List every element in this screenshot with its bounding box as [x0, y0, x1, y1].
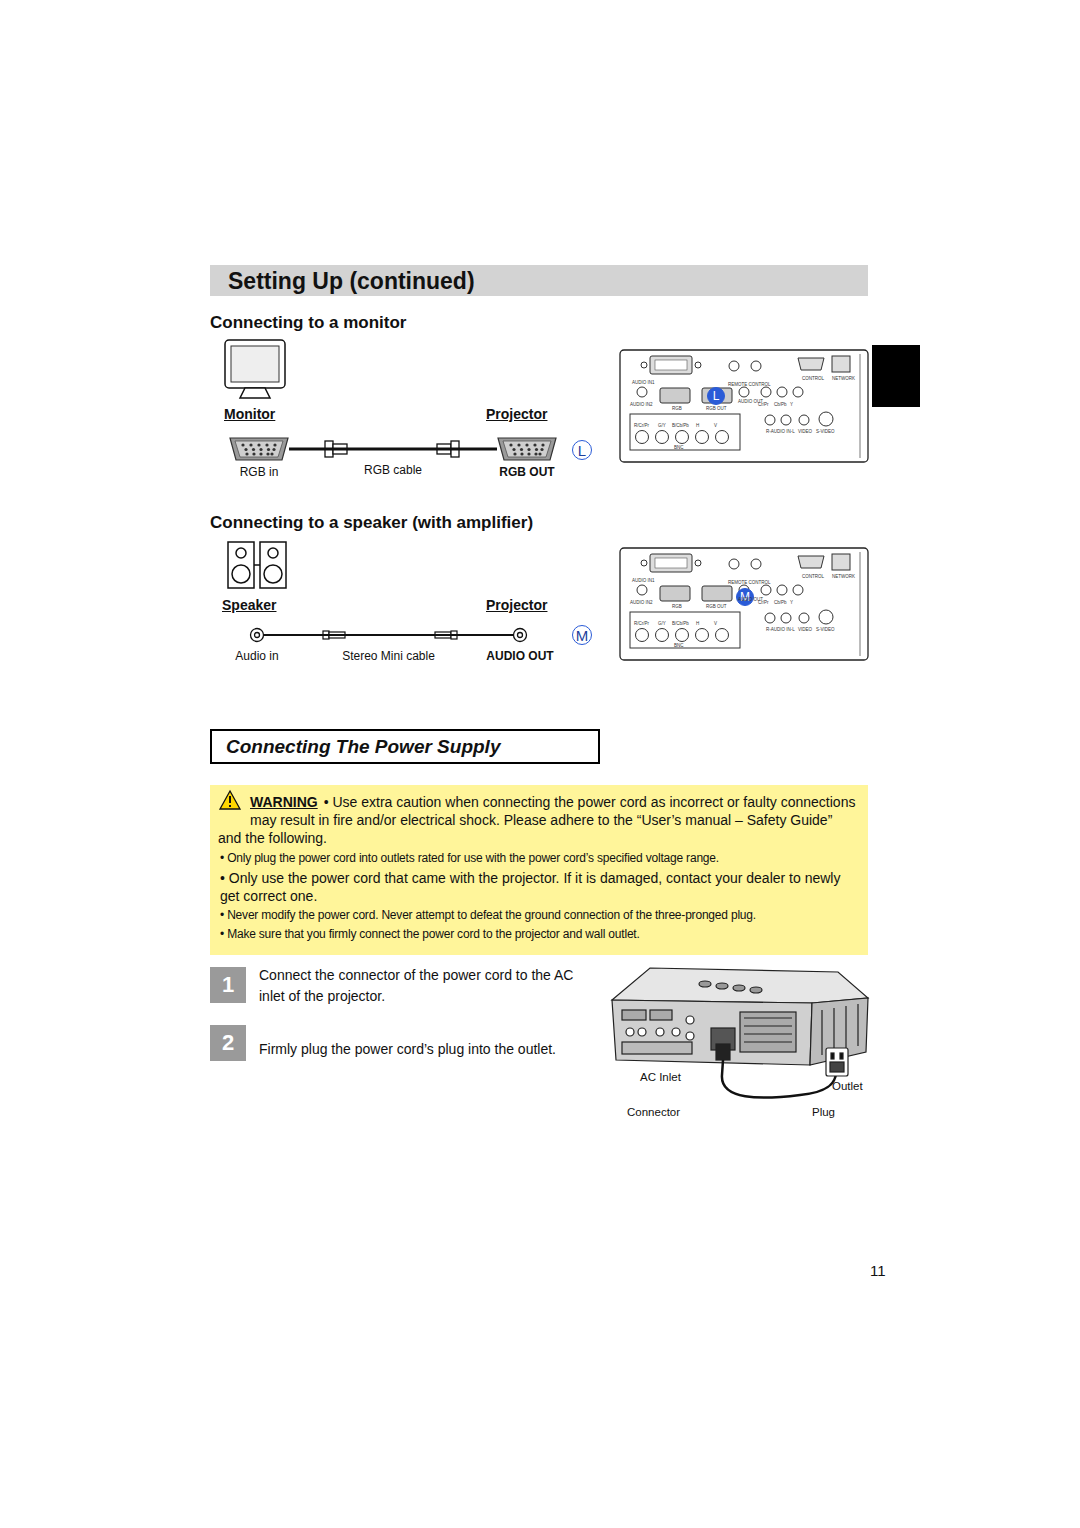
- part-label: AC Inlet: [640, 1071, 681, 1085]
- audio-in-jack: Audio in: [250, 628, 264, 642]
- column-heading: Projector: [486, 406, 547, 423]
- cable-line: [264, 634, 513, 636]
- panel-port-label: NETWORK: [832, 376, 855, 381]
- section-heading: Connecting The Power Supply: [226, 736, 500, 758]
- panel-port-label: B/Cb/Pb: [672, 423, 689, 428]
- audio-out-jack: AUDIO OUT: [513, 628, 527, 642]
- port-label: Audio in: [235, 649, 278, 663]
- panel-port-label: V: [714, 621, 717, 626]
- column-heading: Speaker: [222, 597, 276, 614]
- speaker-icon: [228, 542, 286, 588]
- section-box: Connecting The Power Supply: [210, 729, 600, 764]
- panel-port-label: AUDIO IN1: [632, 380, 655, 385]
- page-heading: Setting Up (continued): [228, 267, 475, 295]
- column-heading: Projector: [486, 597, 547, 614]
- header-bar: [210, 265, 868, 296]
- column-heading: Monitor: [224, 406, 275, 423]
- section-tab: [872, 345, 920, 407]
- step-digit: 1: [222, 972, 234, 998]
- step-text: Connect the connector of the power cord …: [259, 965, 581, 1007]
- projector-panel: [620, 350, 868, 462]
- step-text: Firmly plug the power cord’s plug into t…: [259, 1039, 569, 1060]
- panel-port-label: G/Y: [658, 423, 666, 428]
- warning-word: WARNING: [250, 794, 318, 810]
- step-number: 2: [210, 1025, 246, 1061]
- warning-bullet: • Only use the power cord that came with…: [218, 869, 856, 905]
- warning-bullet: • Only plug the power cord into outlets …: [218, 850, 856, 867]
- triangle-spacer: [218, 793, 250, 827]
- panel-port-label: S-VIDEO: [816, 627, 835, 632]
- port-label: AUDIO OUT: [486, 649, 553, 663]
- part-label: Outlet: [832, 1080, 863, 1094]
- panel-port-label: Cb/Pb: [774, 600, 787, 605]
- warning-paragraph: WARNING• Use extra caution when connecti…: [218, 793, 856, 847]
- part-label: Plug: [812, 1106, 835, 1120]
- panel-port-label: R-AUDIO IN-L: [766, 627, 795, 632]
- cable-line: [289, 448, 497, 451]
- cable-label: Stereo Mini cable: [340, 649, 437, 663]
- panel-port-label: Cr/Pr: [758, 402, 769, 407]
- part-label: Connector: [627, 1106, 680, 1120]
- callout-letter: L: [707, 387, 725, 405]
- panel-port-label: RGB OUT: [706, 406, 727, 411]
- panel-port-label: AUDIO IN1: [632, 578, 655, 583]
- port-label: RGB in: [240, 465, 279, 479]
- panel-port-label: CONTROL: [802, 574, 824, 579]
- section-heading: Connecting to a monitor: [210, 313, 406, 333]
- vga-connector: [230, 438, 288, 460]
- panel-port-label: Y: [790, 600, 793, 605]
- panel-port-label: RGB: [672, 406, 682, 411]
- panel-port-label: Cb/Pb: [774, 402, 787, 407]
- section-heading: Connecting to a speaker (with amplifier): [210, 513, 533, 533]
- panel-port-label: REMOTE CONTROL: [728, 580, 771, 585]
- step-number: 1: [210, 967, 246, 1003]
- warning-box: WARNING• Use extra caution when connecti…: [210, 785, 868, 955]
- warning-ground: [210, 785, 868, 955]
- projector-panel: [620, 548, 868, 660]
- warning-bullet: • Make sure that you firmly connect the …: [218, 926, 856, 943]
- audio-jack: [251, 629, 527, 642]
- panel-port-label: NETWORK: [832, 574, 855, 579]
- callout-letter: L: [572, 440, 592, 460]
- port-label: RGB OUT: [499, 465, 554, 479]
- panel-port-label: R/Cr/Pr: [634, 423, 649, 428]
- panel-port-label: BNC: [674, 643, 684, 648]
- rgb-in-port: RGB in: [229, 437, 289, 461]
- page-number: 11: [870, 1262, 886, 1280]
- panel-port-label: V: [714, 423, 717, 428]
- warning-triangle: [220, 791, 240, 809]
- panel-port-label: AUDIO IN2: [630, 402, 653, 407]
- panel-port-label: AUDIO IN2: [630, 600, 653, 605]
- panel-port-label: REMOTE CONTROL: [728, 382, 771, 387]
- projector-illustration: [612, 968, 868, 1098]
- panel-port-label: VIDEO: [798, 429, 812, 434]
- step-digit: 2: [222, 1030, 234, 1056]
- panel-port-label: B/Cb/Pb: [672, 621, 689, 626]
- callout-letter-text: L: [578, 443, 586, 458]
- vga-connector: [498, 438, 556, 460]
- panel-port-label: VIDEO: [798, 627, 812, 632]
- callout-letter-text: M: [576, 628, 589, 643]
- monitor-icon: [225, 340, 285, 398]
- panel-port-label: BNC: [674, 445, 684, 450]
- callout-letter-text: L: [713, 390, 720, 402]
- callout-letter: M: [572, 625, 592, 645]
- panel-port-label: R-AUDIO IN-L: [766, 429, 795, 434]
- cable-label: RGB cable: [362, 463, 424, 477]
- warning-bullet: • Never modify the power cord. Never att…: [218, 907, 856, 924]
- panel-port-label: S-VIDEO: [816, 429, 835, 434]
- panel-port-label: Y: [790, 402, 793, 407]
- panel-port-label: CONTROL: [802, 376, 824, 381]
- panel-port-label: H: [696, 423, 699, 428]
- panel-port-label: RGB: [672, 604, 682, 609]
- panel-port-label: H: [696, 621, 699, 626]
- rgb-out-port: RGB OUT: [497, 437, 557, 461]
- panel-port-label: R/Cr/Pr: [634, 621, 649, 626]
- panel-port-label: RGB OUT: [706, 604, 727, 609]
- panel-port-label: G/Y: [658, 621, 666, 626]
- panel-port-label: Cr/Pr: [758, 600, 769, 605]
